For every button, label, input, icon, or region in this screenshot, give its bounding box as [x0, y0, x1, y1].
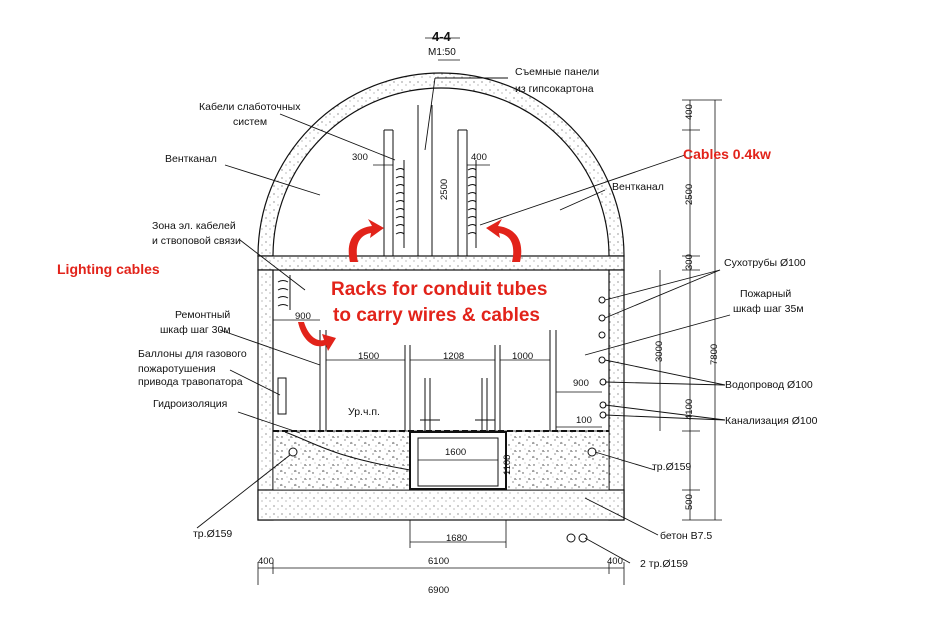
walkway-rails: [319, 330, 557, 431]
dim-1000: 1000: [512, 351, 534, 362]
leader-lines: [196, 77, 731, 564]
intermediate-slab: [257, 255, 625, 271]
label-two-pipes: 2 тр.Ø159: [640, 558, 689, 570]
label-removable-panels-2: из гипсокартона: [515, 83, 594, 95]
dim-100: 100: [576, 415, 592, 426]
dim-right-500: 500: [684, 494, 695, 510]
dim-right-4100: 4100: [684, 398, 695, 420]
dim-300: 300: [352, 152, 368, 163]
dim-1680: 1680: [446, 533, 468, 544]
dim-400-bottom-right: 400: [607, 556, 623, 567]
label-lowcurrent-cables-2: систем: [233, 116, 268, 128]
dim-1500: 1500: [358, 351, 380, 362]
dim-1208: 1208: [443, 351, 465, 362]
label-cable-zone: Зона эл. кабелей: [152, 220, 236, 232]
label-fire-cabinet: Пожарный: [740, 288, 792, 300]
dim-6100: 6100: [428, 556, 450, 567]
rack-arrows: [298, 219, 522, 351]
section-scale: М1:50: [428, 47, 456, 58]
label-lowcurrent-cables: Кабели слаботочных: [199, 101, 301, 113]
label-concrete: бетон В7.5: [660, 530, 713, 542]
dim-1100: 1100: [502, 454, 513, 475]
base-slab: [257, 489, 625, 521]
dim-right-2500: 2500: [684, 183, 695, 205]
label-vent-left: Вентканал: [165, 153, 217, 165]
dim-900-left: 900: [295, 311, 311, 322]
section-title: 4-4: [432, 29, 451, 44]
dim-right-300: 300: [684, 254, 695, 270]
dim-400-top: 400: [471, 152, 487, 163]
label-waterproofing: Гидроизоляция: [153, 398, 228, 410]
label-gas-cylinders: Баллоны для газового: [138, 348, 247, 360]
dim-right-400: 400: [684, 104, 695, 120]
label-pipe-right: тр.Ø159: [652, 461, 692, 473]
dim-900-right: 900: [573, 378, 589, 389]
arch-shell: [257, 72, 625, 257]
annotation-racks-line2: to carry wires & cables: [333, 305, 540, 326]
label-repair-cabinet-2: шкаф шаг 30м: [160, 324, 231, 336]
dim-400-bottom-left: 400: [258, 556, 274, 567]
dim-1600: 1600: [445, 447, 467, 458]
annotation-lighting-cables: Lighting cables: [57, 261, 160, 277]
label-sewer-pipe: Канализация Ø100: [725, 415, 818, 427]
label-pipe-left: тр.Ø159: [193, 528, 233, 540]
left-wall-cable-trays: [277, 275, 291, 415]
label-gas-cylinders-2: пожаротушения: [138, 363, 216, 375]
concrete-fill: [272, 430, 610, 491]
label-vent-right: Вентканал: [612, 181, 664, 193]
label-dry-pipes: Сухотрубы Ø100: [724, 257, 806, 269]
central-shaft: [383, 105, 468, 256]
label-water-pipe: Водопровод Ø100: [725, 379, 813, 391]
label-removable-panels: Съемные панели: [515, 66, 600, 78]
shaft-cable-trays: [395, 160, 477, 248]
dim-right-3000: 3000: [654, 340, 665, 362]
annotation-cables-04kw: Cables 0.4kw: [683, 146, 771, 162]
label-cable-zone-2: и ствоповой связи: [152, 235, 241, 247]
dim-6900: 6900: [428, 585, 450, 596]
label-floor-level: Ур.ч.п.: [348, 406, 380, 418]
dim-2500-center: 2500: [439, 178, 450, 200]
right-wall-pipes: [288, 296, 607, 543]
label-fire-cabinet-2: шкаф шаг 35м: [733, 303, 804, 315]
annotation-racks-line1: Racks for conduit tubes: [331, 279, 548, 300]
dimension-lines: [257, 37, 722, 585]
dim-right-7800: 7800: [709, 343, 720, 365]
label-gas-cylinders-3: привода травопатора: [138, 376, 243, 388]
label-repair-cabinet: Ремонтный: [175, 309, 231, 321]
